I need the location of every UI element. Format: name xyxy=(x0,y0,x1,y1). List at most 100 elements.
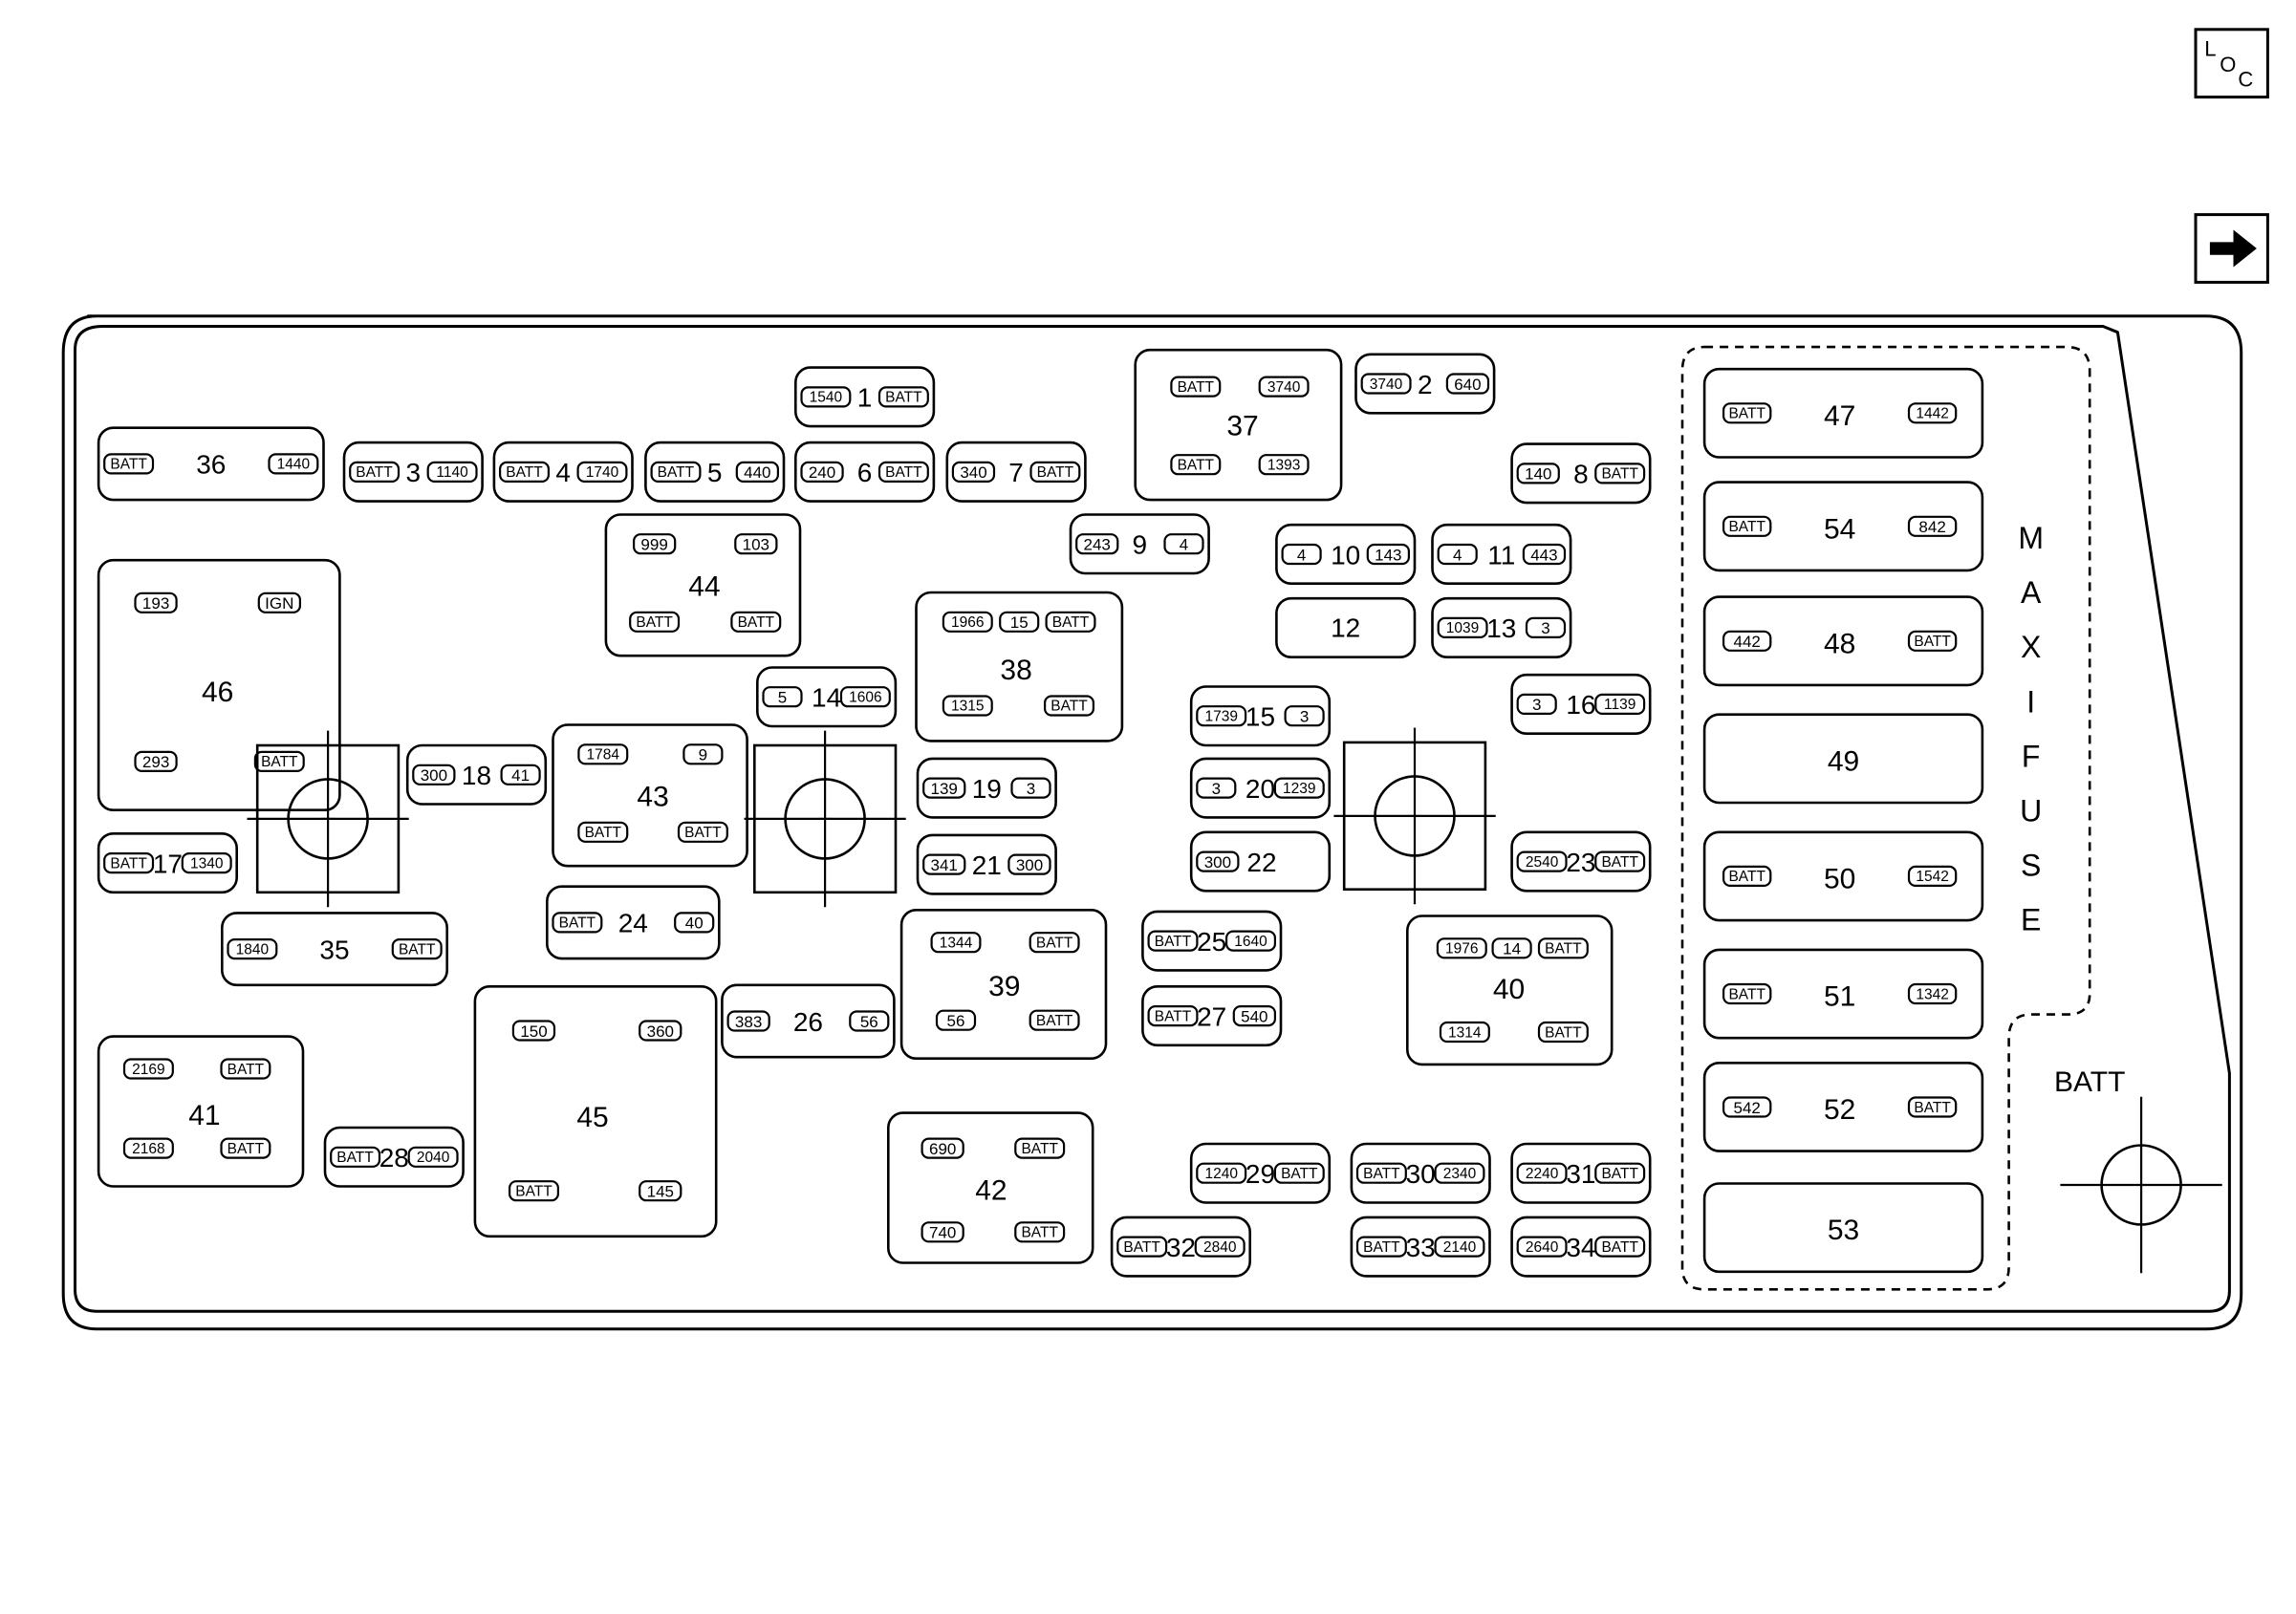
locator-frame xyxy=(2194,28,2269,99)
fuse-12[interactable]: 12 xyxy=(1275,596,1417,659)
maxifuse-body xyxy=(1702,595,1984,687)
terminal-label: BATT xyxy=(885,464,922,481)
relay-number: 40 xyxy=(1493,974,1525,1005)
terminal: 440 xyxy=(735,461,779,483)
maxifuse-49[interactable]: 49 xyxy=(1702,713,1984,805)
fuse-body xyxy=(644,441,786,503)
fuse-body xyxy=(1510,442,1652,505)
terminal: BATT xyxy=(1594,850,1646,872)
fuse-number: 3 xyxy=(406,458,422,487)
terminal-frame xyxy=(508,1180,559,1202)
fuse-number: 32 xyxy=(1166,1233,1196,1262)
housing-outer-wall xyxy=(61,314,2243,1331)
terminal-label: 2140 xyxy=(1443,1239,1477,1256)
fuse-number: 5 xyxy=(707,458,723,487)
terminal: BATT xyxy=(1116,1236,1168,1258)
terminal-frame xyxy=(1445,373,1490,395)
maxifuse-53[interactable]: 53 xyxy=(1702,1182,1984,1274)
terminal-label: BATT xyxy=(559,915,596,932)
terminal-frame xyxy=(1196,1162,1247,1184)
terminal: 3 xyxy=(1284,705,1325,727)
terminal-frame xyxy=(134,750,178,773)
terminal-label: 3 xyxy=(1027,780,1035,798)
terminal: 3 xyxy=(1196,777,1237,799)
terminal-label: 3 xyxy=(1300,708,1309,726)
terminal: BATT xyxy=(577,821,629,843)
terminal: 1540 xyxy=(800,386,852,408)
terminal-frame xyxy=(999,611,1040,633)
terminal-label: BATT xyxy=(506,464,543,481)
terminal: 3740 xyxy=(1258,376,1310,398)
fuse-body xyxy=(1510,1216,1652,1278)
fuse-number: 2 xyxy=(1418,370,1433,399)
terminal-frame xyxy=(1434,1162,1485,1184)
terminal-label: 1239 xyxy=(1283,781,1315,797)
terminal-frame xyxy=(1007,853,1051,875)
maxifuse-zone-border xyxy=(1680,345,2091,1291)
terminal-label: 5 xyxy=(778,689,787,707)
fuse-body xyxy=(97,426,325,502)
terminal-frame xyxy=(1907,515,1958,537)
mounting-stud-right xyxy=(1333,727,1496,905)
terminal-frame xyxy=(800,386,852,408)
terminal-frame xyxy=(877,386,929,408)
locator-button[interactable]: LOC xyxy=(2194,28,2269,99)
terminal-frame xyxy=(181,851,232,874)
next-arrow-button[interactable] xyxy=(2194,213,2269,284)
terminal-frame xyxy=(1360,373,1412,395)
relay-body xyxy=(604,513,802,657)
terminal-frame xyxy=(1258,454,1310,476)
